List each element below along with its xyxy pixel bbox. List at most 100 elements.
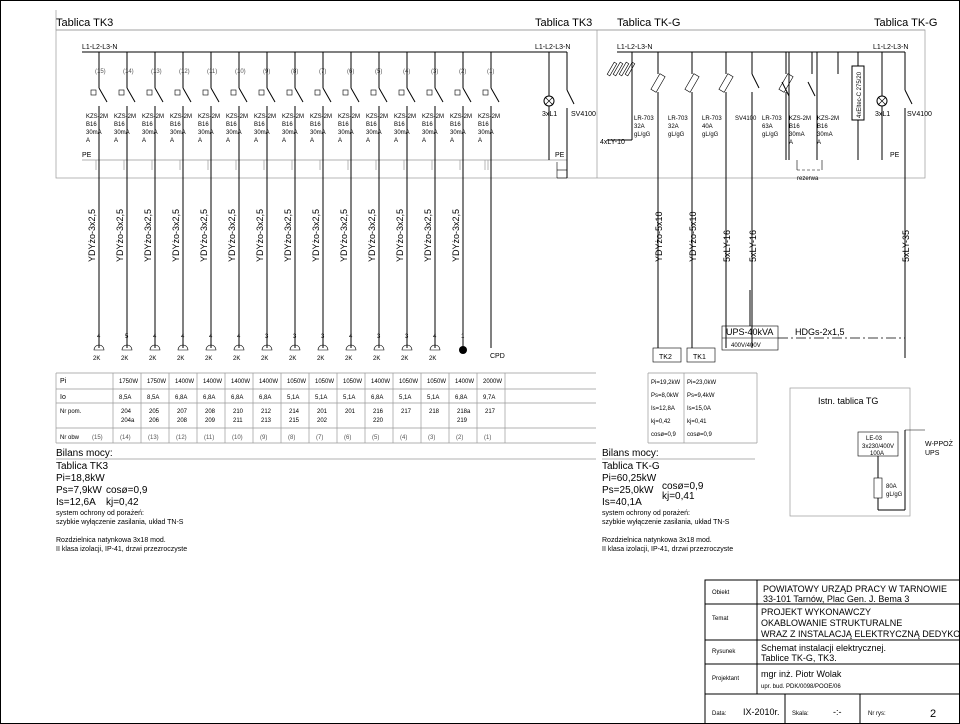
cable-label-tk3: YDYżo-3x2,5 [367, 209, 377, 262]
rcd-contact-icon [807, 81, 816, 97]
breaker-class: A [282, 138, 286, 144]
rcd-contact-icon [781, 81, 790, 97]
breaker-sensitivity: 30mA [422, 130, 438, 136]
bilans-tk3-name: Tablica TK3 [56, 461, 109, 472]
tk2-value: kj=0,42 [651, 419, 671, 425]
rcd-test-icon [258, 89, 265, 96]
tk2-box [652, 347, 682, 363]
nrobw-cell: (8) [288, 435, 295, 441]
socket-count: 5 [125, 334, 129, 340]
tg-frame [789, 387, 911, 517]
io-cell: 8,5A [119, 395, 131, 401]
socket-symbol: 2K [401, 356, 408, 362]
rcd-test-icon [146, 89, 153, 96]
bilans-tk3-note2: II klasa izolacji, IP-41, drzwi przezroc… [56, 546, 187, 553]
breaker-class: A [142, 138, 146, 144]
tb-rysunek-1: Schemat instalacji elektrycznej. [761, 643, 886, 653]
socket-icon [345, 344, 357, 351]
row-label-io: Io [60, 394, 66, 401]
tk1-value: kj=0,41 [687, 419, 707, 425]
io-cell: 5,1A [399, 395, 411, 401]
socket-count: 3 [265, 334, 269, 340]
le03-current: 100A [870, 451, 884, 457]
nrpom-cell: 201 [345, 409, 356, 415]
bilans-tk3-is: Is=12,6A [56, 497, 96, 508]
breaker-class: A [394, 138, 398, 144]
rcd-2-l2: B16 [817, 124, 828, 130]
socket-icon [93, 344, 105, 351]
nrobw-cell: (7) [316, 435, 323, 441]
rcd-2-l3: 30mA [817, 132, 833, 138]
tb-rysunek-label: Rysunek [712, 649, 736, 655]
tkg-main-switch-label: SV4100 [907, 111, 932, 118]
cable-label-tk3: YDYżo-3x2,5 [395, 209, 405, 262]
bilans-tk3-heading: Bilans mocy: [56, 448, 113, 459]
io-cell: 5,1A [427, 395, 439, 401]
io-cell: 6,8A [371, 395, 383, 401]
io-cell: 6,8A [259, 395, 271, 401]
nrobw-cell: (1) [484, 435, 491, 441]
bilans-tk3: Bilans mocy: Tablica TK3 Pi=18,8kW Ps=7,… [56, 448, 596, 553]
breaker-rating: B16 [86, 122, 97, 128]
reserve-label: rezerwa [797, 176, 819, 182]
breaker-contact-icon [406, 87, 416, 103]
breaker-contact-icon [434, 87, 444, 103]
tk3-meter-label: 3xL1 [542, 111, 557, 118]
socket-count: 1 [461, 334, 465, 340]
cable-labels: YDYżo-3x2,5 YDYżo-3x2,5 YDYżo-3x2,5 YDYżo-3… [87, 209, 911, 262]
socket-count: 4 [209, 334, 213, 340]
nrpom-cell-2: 213 [261, 418, 272, 424]
tb-obiekt-2: 33-101 Tarnów, Plac Gen. J. Bema 3 [763, 594, 909, 604]
rcd-1-l1: KZS-2M [789, 116, 811, 122]
socket-count: 3 [377, 334, 381, 340]
socket-count: 4 [433, 334, 437, 340]
tk3-switch-label: SV4100 [571, 111, 596, 118]
circuit-number: (11) [207, 69, 217, 75]
breaker-type: KZS-2M [226, 114, 248, 120]
nrobw-cell: (15) [92, 435, 103, 441]
socket-symbol: 2K [121, 356, 128, 362]
nrpom-cell: 214 [289, 409, 300, 415]
tb-projektant-2: upr. bud. PDK/0098/POOE/06 [761, 684, 841, 690]
breaker-contact-icon [182, 87, 192, 103]
ups-voltage: 400V/400V [731, 343, 761, 349]
bilans-tk3-ps: Ps=7,9kW [56, 485, 102, 496]
pi-cell: 2000W [483, 379, 502, 385]
pe-label-mid: PE [555, 152, 565, 159]
nrpom-cell: 218 [429, 409, 440, 415]
busbar-label-tk3-end: L1-L2-L3-N [535, 44, 570, 51]
fuse-2-l3: gL/gG [668, 132, 685, 138]
nrobw-cell: (9) [260, 435, 267, 441]
circuit-number: (13) [151, 69, 162, 75]
socket-count: 3 [405, 334, 409, 340]
nrobw-cell: (10) [232, 435, 243, 441]
row-label-nrobw: Nr obw [60, 435, 80, 441]
breaker-type: KZS-2M [366, 114, 388, 120]
breaker-type: KZS-2M [394, 114, 416, 120]
rcd-test-icon [174, 89, 181, 96]
breaker-contact-icon [210, 87, 220, 103]
socket-icon [205, 344, 217, 351]
nrpom-cell-2: 209 [205, 418, 216, 424]
cable-label-tk3: YDYżo-3x2,5 [87, 209, 97, 262]
nrpom-cell-2: 202 [317, 418, 328, 424]
pi-cell: 1400W [371, 379, 390, 385]
fuse-1-l1: LR-703 [634, 116, 654, 122]
rcd-test-icon [286, 89, 293, 96]
tb-obiekt-1: POWIATOWY URZĄD PRACY W TARNOWIE [763, 584, 947, 594]
socket-symbol: 2K [345, 356, 352, 362]
tk2-value: Is=12,8A [651, 406, 675, 412]
busbar-label-tkg: L1-L2-L3-N [617, 44, 652, 51]
cable-label-tk3: YDYżo-3x2,5 [143, 209, 153, 262]
nrobw-cell: (5) [372, 435, 379, 441]
breaker-rating: B16 [310, 122, 321, 128]
fuse-1-l2: 32A [634, 124, 645, 130]
breaker-sensitivity: 30mA [366, 130, 382, 136]
breaker-contact-icon [294, 87, 304, 103]
breaker-sensitivity: 30mA [450, 130, 466, 136]
io-cell: 6,8A [455, 395, 467, 401]
bilans-tkg-heading: Bilans mocy: [602, 448, 659, 459]
breaker-type: KZS-2M [198, 114, 220, 120]
